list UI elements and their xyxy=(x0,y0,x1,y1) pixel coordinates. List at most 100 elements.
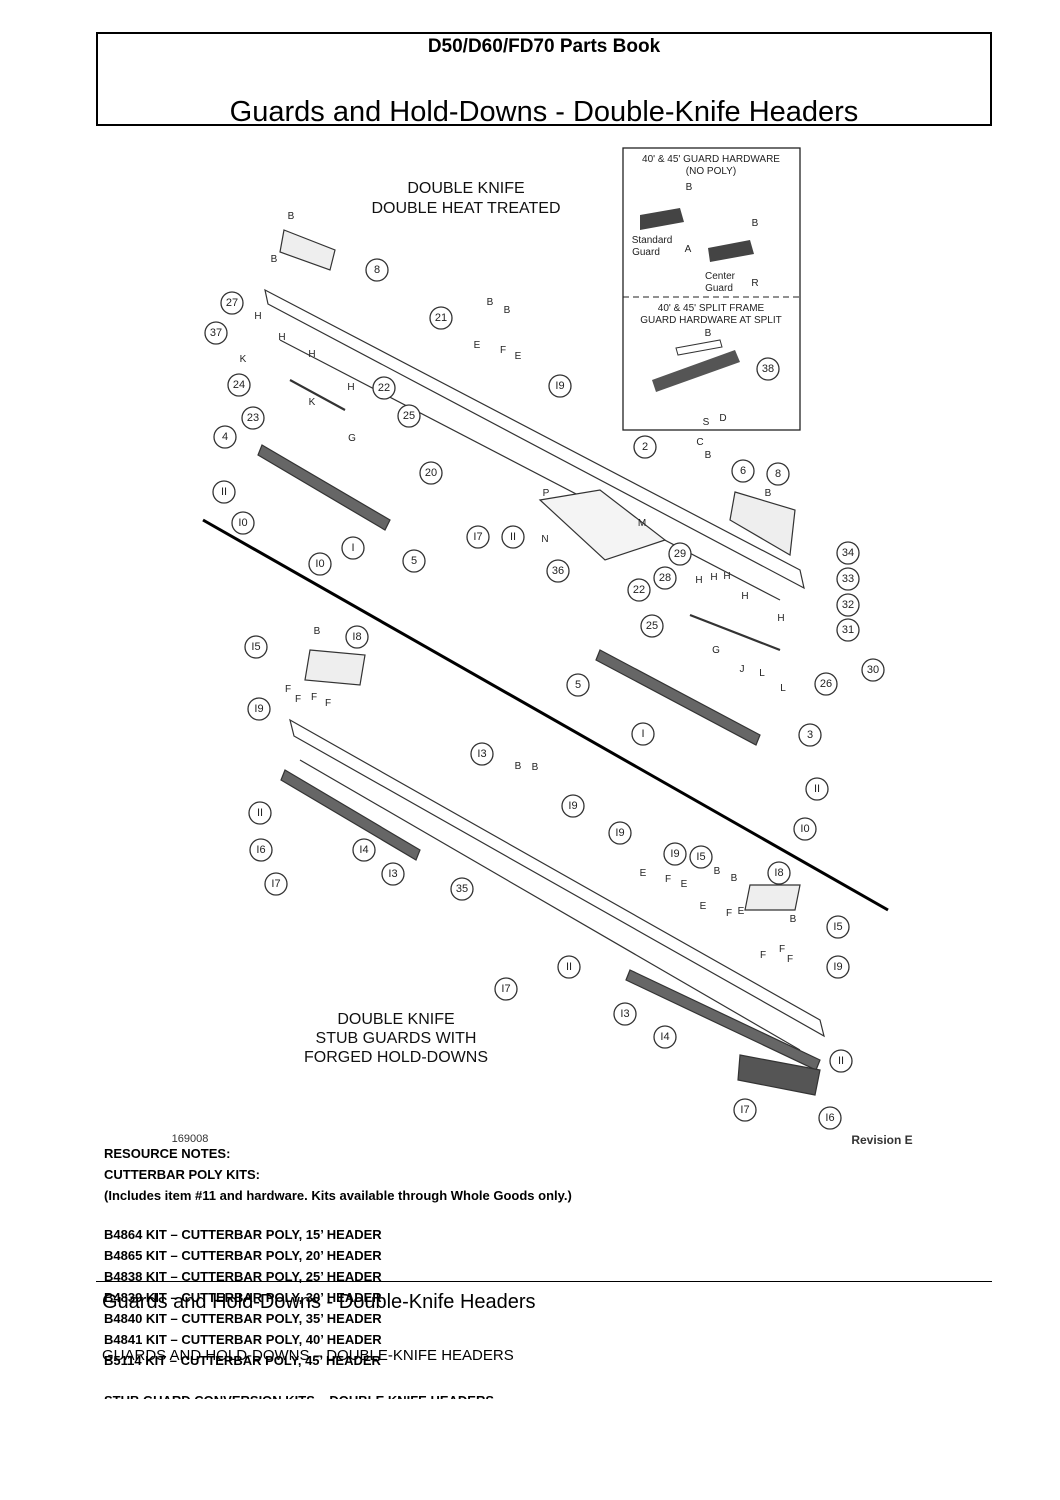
svg-text:I7: I7 xyxy=(501,983,510,995)
svg-text:II: II xyxy=(838,1055,844,1067)
callout-10c: I0 xyxy=(793,817,817,841)
callout-30: 30 xyxy=(861,658,885,682)
svg-text:E: E xyxy=(515,351,522,362)
figure-number: 169008 xyxy=(172,1133,209,1145)
svg-text:F: F xyxy=(760,950,766,961)
svg-text:I: I xyxy=(641,728,644,740)
callout-38: 38 xyxy=(756,357,780,381)
svg-text:E: E xyxy=(681,879,688,890)
svg-text:B: B xyxy=(487,297,494,308)
callout-13: I3 xyxy=(470,742,494,766)
inset-center-guard-2: Guard xyxy=(705,283,733,294)
callout-15: I5 xyxy=(244,635,268,659)
svg-text:I0: I0 xyxy=(315,558,324,570)
svg-text:E: E xyxy=(640,868,647,879)
svg-text:I9: I9 xyxy=(670,848,679,860)
callout-1b: I xyxy=(631,722,655,746)
svg-text:H: H xyxy=(308,349,315,360)
footer-subtitle: GUARDS AND HOLD-DOWNS – DOUBLE-KNIFE HEA… xyxy=(102,1347,514,1364)
svg-text:F: F xyxy=(295,694,301,705)
callout-18: I8 xyxy=(345,625,369,649)
header-box: D50/D60/FD70 Parts Book Guards and Hold-… xyxy=(96,32,992,128)
svg-text:B: B xyxy=(731,873,738,884)
callout-19: I9 xyxy=(548,374,572,398)
svg-text:28: 28 xyxy=(659,572,671,584)
poly-kits-note: (Includes item #11 and hardware. Kits av… xyxy=(104,1188,572,1203)
svg-text:38: 38 xyxy=(762,363,774,375)
callout-5: 5 xyxy=(402,549,426,573)
svg-text:H: H xyxy=(254,311,261,322)
svg-text:26: 26 xyxy=(820,678,832,690)
inset-bottom-title-1: 40' & 45' SPLIT FRAME xyxy=(658,303,765,314)
callout-11b: II xyxy=(501,525,525,549)
callout-32: 32 xyxy=(836,593,860,617)
svg-text:B: B xyxy=(532,762,539,773)
cutterbar-lower xyxy=(280,649,825,1096)
callout-6: 6 xyxy=(731,459,755,483)
callout-27: 27 xyxy=(220,291,244,315)
callout-11c: II xyxy=(805,777,829,801)
svg-text:I8: I8 xyxy=(774,867,783,879)
svg-text:I9: I9 xyxy=(568,800,577,812)
svg-text:27: 27 xyxy=(226,297,238,309)
svg-text:B: B xyxy=(515,761,522,772)
svg-text:31: 31 xyxy=(842,624,854,636)
callout-18b: I8 xyxy=(767,861,791,885)
kit-item: B4840 KIT – CUTTERBAR POLY, 35’ HEADER xyxy=(104,1311,382,1326)
svg-text:K: K xyxy=(309,397,316,408)
callout-17b: I7 xyxy=(264,872,288,896)
callout-37: 37 xyxy=(204,321,228,345)
revision-label: Revision E xyxy=(851,1133,912,1147)
callout-14: I4 xyxy=(352,838,376,862)
svg-text:II: II xyxy=(814,783,820,795)
cutterbar-upper xyxy=(257,229,805,746)
footer-title: Guards and Hold-Downs - Double-Knife Hea… xyxy=(102,1291,536,1313)
callout-22: 22 xyxy=(372,376,396,400)
svg-text:4: 4 xyxy=(222,431,228,443)
svg-text:H: H xyxy=(741,591,748,602)
callout-17: I7 xyxy=(466,525,490,549)
svg-text:H: H xyxy=(347,382,354,393)
callout-11d: II xyxy=(248,801,272,825)
svg-text:F: F xyxy=(311,692,317,703)
callout-24: 24 xyxy=(227,373,251,397)
svg-text:5: 5 xyxy=(575,679,581,691)
caption-top-line-1: DOUBLE KNIFE xyxy=(407,180,524,197)
svg-text:F: F xyxy=(285,684,291,695)
svg-text:L: L xyxy=(759,668,765,679)
caption-top-line-2: DOUBLE HEAT TREATED xyxy=(371,200,560,217)
svg-text:B: B xyxy=(765,488,772,499)
svg-text:B: B xyxy=(504,305,511,316)
svg-text:F: F xyxy=(779,944,785,955)
svg-text:B: B xyxy=(705,450,712,461)
svg-text:F: F xyxy=(787,954,793,965)
svg-text:E: E xyxy=(738,906,745,917)
svg-text:H: H xyxy=(695,575,702,586)
svg-text:22: 22 xyxy=(378,382,390,394)
callout-15c: I5 xyxy=(826,915,850,939)
kit-item: B4841 KIT – CUTTERBAR POLY, 40’ HEADER xyxy=(104,1332,382,1347)
svg-text:3: 3 xyxy=(807,729,813,741)
svg-text:23: 23 xyxy=(247,412,259,424)
inset-center-guard-1: Center xyxy=(705,271,736,282)
svg-text:B: B xyxy=(288,211,295,222)
callout-35: 35 xyxy=(450,877,474,901)
svg-text:24: 24 xyxy=(233,379,245,391)
callout-22b: 22 xyxy=(627,578,651,602)
svg-text:I0: I0 xyxy=(800,823,809,835)
svg-text:S: S xyxy=(703,417,710,428)
svg-text:I5: I5 xyxy=(696,851,705,863)
callout-34: 34 xyxy=(836,541,860,565)
callout-19d: I9 xyxy=(608,821,632,845)
svg-text:37: 37 xyxy=(210,327,222,339)
footer-rule xyxy=(96,1281,992,1282)
callout-19c: I9 xyxy=(561,794,585,818)
svg-text:F: F xyxy=(500,345,506,356)
callout-19f: I9 xyxy=(826,955,850,979)
caption-bottom-line-2: STUB GUARDS WITH xyxy=(316,1030,477,1047)
caption-bottom-line-1: DOUBLE KNIFE xyxy=(337,1011,454,1028)
svg-text:H: H xyxy=(723,571,730,582)
svg-text:A: A xyxy=(685,244,692,255)
callout-23: 23 xyxy=(241,406,265,430)
